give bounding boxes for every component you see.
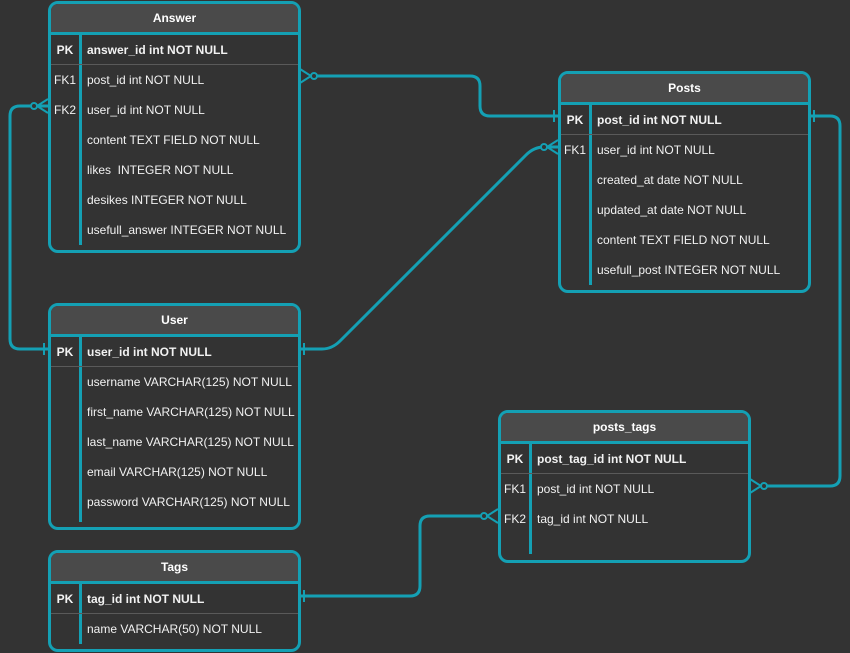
user-row-first-name[interactable]: first_name VARCHAR(125) NOT NULL: [87, 405, 295, 419]
ring-poststags-post: [760, 482, 768, 490]
link-answer-posts: [314, 74, 560, 118]
posts-row-created-at[interactable]: created_at date NOT NULL: [597, 173, 743, 187]
ring-answer-post: [310, 72, 318, 80]
answer-row-usefull-answer[interactable]: usefull_answer INTEGER NOT NULL: [87, 223, 287, 237]
link-posts-poststags: [764, 114, 842, 488]
answer-row-desikes[interactable]: desikes INTEGER NOT NULL: [87, 193, 247, 207]
answer-table-title: Answer: [51, 4, 298, 35]
user-row-last-name[interactable]: last_name VARCHAR(125) NOT NULL: [87, 435, 294, 449]
posts-tags-table-title: posts_tags: [501, 413, 748, 444]
user-row-username[interactable]: username VARCHAR(125) NOT NULL: [87, 375, 292, 389]
tags-table-title: Tags: [51, 553, 298, 584]
ring-poststags-tag: [480, 512, 488, 520]
posts-row-usefull-post[interactable]: usefull_post INTEGER NOT NULL: [597, 263, 781, 277]
crowfoot-poststags-tag: [485, 508, 499, 524]
link-user-posts: [298, 145, 560, 351]
tags-row-name[interactable]: name VARCHAR(50) NOT NULL: [87, 622, 262, 636]
user-table-title: User: [51, 306, 298, 337]
answer-row-content[interactable]: content TEXT FIELD NOT NULL: [87, 133, 260, 147]
posts-table-title: Posts: [561, 74, 808, 105]
posts-row-content[interactable]: content TEXT FIELD NOT NULL: [597, 233, 770, 247]
link-tags-poststags: [298, 514, 485, 598]
crowfoot-answer-post: [299, 68, 313, 84]
ring-posts-user: [540, 143, 548, 151]
user-row-password[interactable]: password VARCHAR(125) NOT NULL: [87, 495, 290, 509]
posts-row-updated-at[interactable]: updated_at date NOT NULL: [597, 203, 747, 217]
user-row-email[interactable]: email VARCHAR(125) NOT NULL: [87, 465, 268, 479]
answer-row-likes[interactable]: likes INTEGER NOT NULL: [87, 163, 234, 177]
crowfoot-poststags-post: [749, 478, 763, 494]
link-answer-user: [8, 104, 50, 351]
ring-answer-user: [30, 102, 38, 110]
